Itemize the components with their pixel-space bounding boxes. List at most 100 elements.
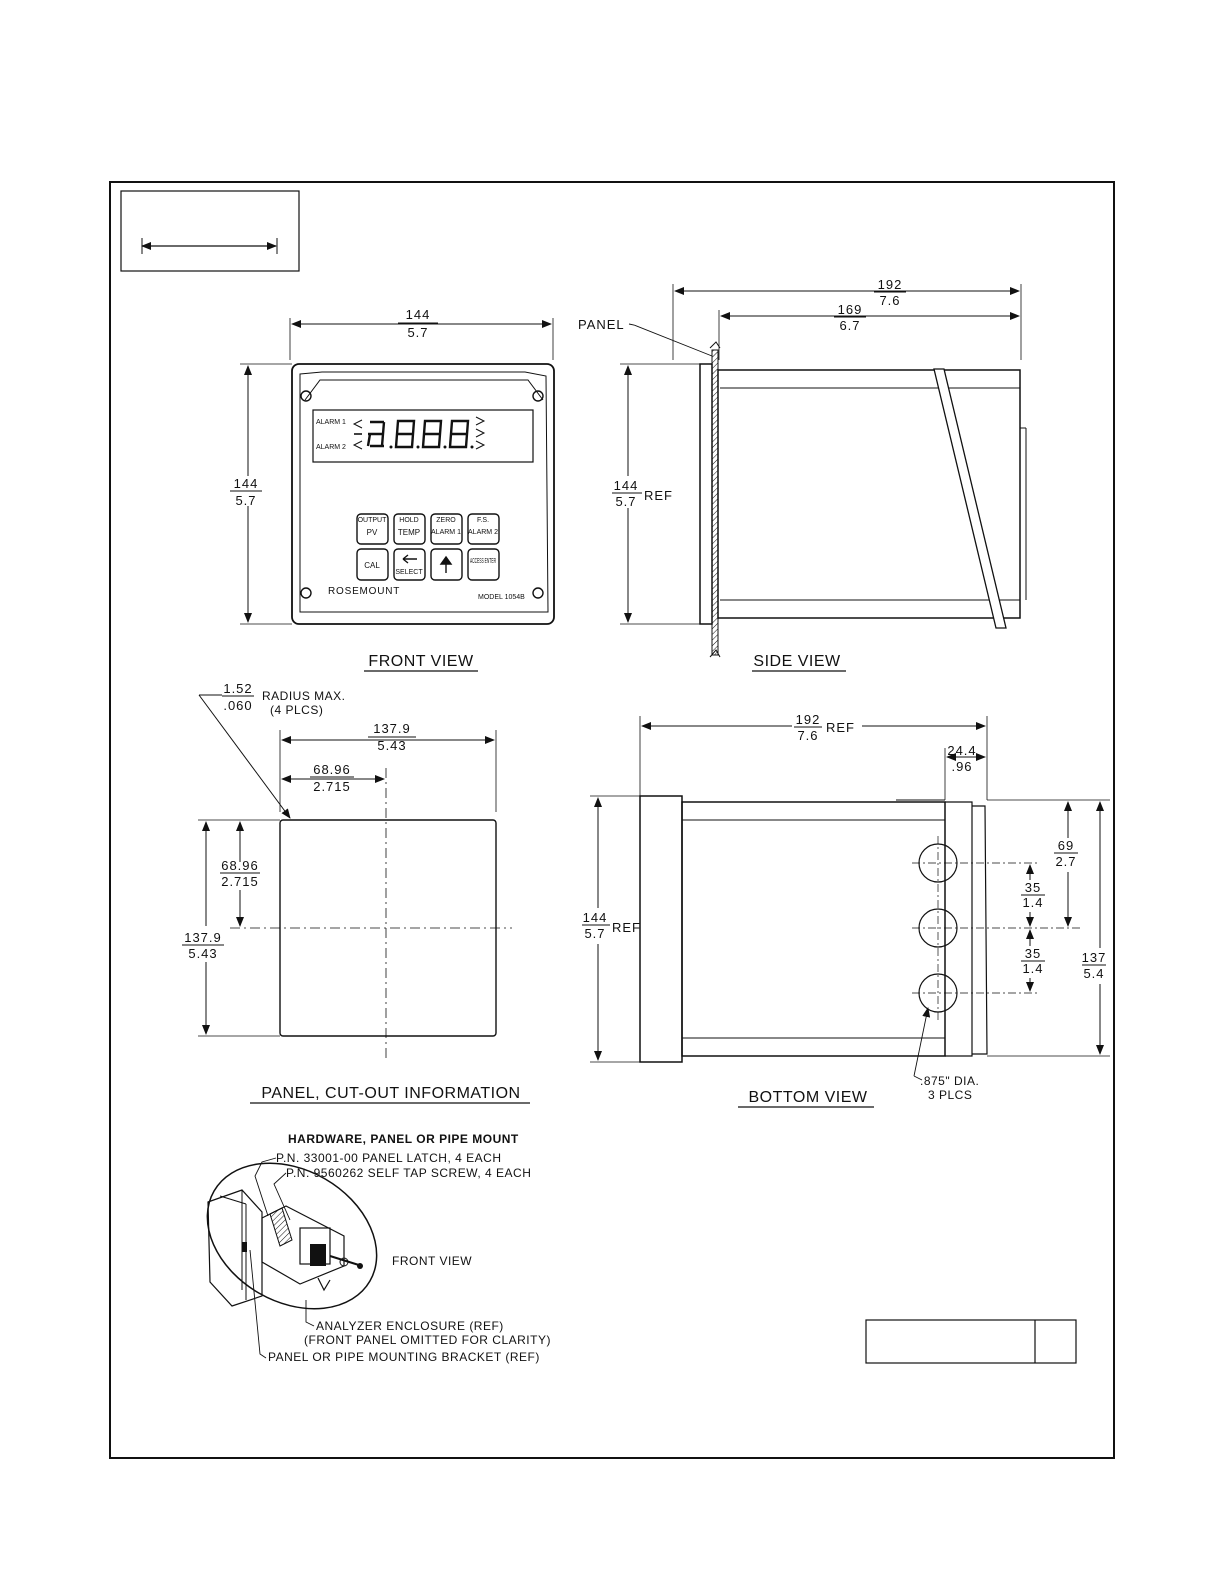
- key-access-enter-main: ACCESS ENTER: [470, 558, 496, 565]
- total-in: 5.4: [1083, 966, 1104, 981]
- key-pv-main: PV: [367, 528, 378, 537]
- bottom-height-mm: 144: [583, 910, 608, 925]
- screw-icon: [532, 587, 544, 599]
- front-width-mm: 144: [406, 307, 431, 322]
- key-select-main: SELECT: [395, 569, 423, 576]
- key-alarm2-main: ALARM 2: [468, 529, 498, 536]
- bottom-enclosure: [681, 801, 946, 1057]
- hole-count: 3 PLCS: [928, 1088, 972, 1102]
- side-bezel: [699, 363, 713, 625]
- key-alarm1-main: ALARM 1: [431, 529, 461, 536]
- pitch2-in: 1.4: [1022, 961, 1043, 976]
- screw-icon: [532, 390, 544, 402]
- model-label: MODEL 1054B: [478, 594, 525, 601]
- key-access-enter[interactable]: [467, 548, 500, 581]
- hardware-detail: HARDWARE, PANEL OR PIPE MOUNT P.N. 33001…: [206, 1132, 551, 1364]
- key-cal-main: CAL: [364, 561, 380, 570]
- bottom-height-in: 5.7: [584, 926, 605, 941]
- hole-note: .875" DIA.: [920, 1074, 979, 1088]
- pitch1-in: 1.4: [1022, 895, 1043, 910]
- pitch1-mm: 35: [1025, 880, 1041, 895]
- cutout-view: 1.52 .060 RADIUS MAX. (4 PLCS) 137.9 5.4…: [182, 681, 530, 1104]
- cutout-width-in: 5.43: [377, 738, 406, 753]
- key-cal[interactable]: [356, 548, 389, 581]
- cutout-title: PANEL, CUT-OUT INFORMATION: [261, 1085, 520, 1102]
- hardware-front-view: FRONT VIEW: [392, 1254, 472, 1268]
- key-alarm1-top: ZERO: [436, 517, 456, 524]
- radius-mm: 1.52: [223, 681, 252, 696]
- front-view-title: FRONT VIEW: [368, 653, 474, 670]
- scale-box: [120, 190, 300, 272]
- bottom-view: 192 7.6 REF 24.4 .96 144 5.7 REF: [582, 712, 1110, 1108]
- front-width-in: 5.7: [407, 325, 428, 340]
- screw-icon: [300, 587, 312, 599]
- key-pv-top: OUTPUT: [358, 517, 388, 524]
- key-alarm2-top: F.S.: [477, 517, 489, 524]
- panel-label: PANEL: [578, 317, 625, 332]
- enclosure-callout: ANALYZER ENCLOSURE (REF): [316, 1319, 504, 1333]
- front-height-mm: 144: [234, 476, 259, 491]
- key-alarm2[interactable]: [467, 513, 500, 545]
- arrow-up-icon: [439, 555, 453, 573]
- side-behind-in: 6.7: [839, 318, 860, 333]
- bottom-bezel: [639, 795, 683, 1063]
- keypad: OUTPUT PV HOLD TEMP ZERO ALARM 1 F.S. AL…: [356, 513, 500, 581]
- drawing-border: [109, 181, 1115, 1459]
- front-view: 144 5.7 144 5.7 ALARM 1 ALARM 2: [230, 307, 555, 672]
- brand-label: ROSEMOUNT: [328, 586, 400, 597]
- side-overall-in: 7.6: [879, 293, 900, 308]
- key-temp-top: HOLD: [399, 517, 418, 524]
- detail-ellipse: [206, 1162, 378, 1310]
- side-height-in: 5.7: [615, 494, 636, 509]
- cutout-outline: [279, 819, 497, 1037]
- cutout-height-in: 5.43: [188, 946, 217, 961]
- cutout-halfheight-mm: 68.96: [221, 858, 259, 873]
- pitch2-mm: 35: [1025, 946, 1041, 961]
- radius-note: RADIUS MAX.: [262, 689, 346, 703]
- cutout-halfwidth-in: 2.715: [313, 779, 351, 794]
- key-temp[interactable]: [393, 513, 426, 545]
- first-hole-mm: 69: [1058, 838, 1074, 853]
- cutout-halfwidth-mm: 68.96: [313, 762, 351, 777]
- bottom-overall-ref: REF: [826, 720, 855, 735]
- seven-segment-digits: [366, 419, 470, 449]
- hardware-title: HARDWARE, PANEL OR PIPE MOUNT: [288, 1132, 519, 1146]
- panel-section: [711, 349, 719, 656]
- radius-in: .060: [223, 698, 252, 713]
- key-pv[interactable]: [356, 513, 389, 545]
- bottom-height-ref: REF: [612, 920, 641, 935]
- radius-count: (4 PLCS): [270, 703, 323, 717]
- side-view: 192 7.6 169 6.7 144 5.7 REF PANEL SID: [578, 277, 1027, 672]
- display-window: [312, 409, 534, 463]
- side-bracket: [933, 368, 1007, 629]
- side-overall-mm: 192: [878, 277, 903, 292]
- side-height-ref: REF: [644, 488, 673, 503]
- front-height-in: 5.7: [235, 493, 256, 508]
- side-height-mm: 144: [614, 478, 639, 493]
- total-mm: 137: [1082, 950, 1107, 965]
- alarm1-label: ALARM 1: [316, 419, 346, 426]
- bottom-view-title: BOTTOM VIEW: [749, 1089, 868, 1106]
- key-up[interactable]: [430, 548, 463, 581]
- bottom-overall-in: 7.6: [797, 728, 818, 743]
- cutout-halfheight-in: 2.715: [221, 874, 259, 889]
- key-select[interactable]: [393, 548, 426, 581]
- screw-callout: P.N. 9560262 SELF TAP SCREW, 4 EACH: [286, 1166, 531, 1180]
- cutout-height-mm: 137.9: [184, 930, 222, 945]
- enclosure-note: (FRONT PANEL OMITTED FOR CLARITY): [304, 1333, 551, 1347]
- front-bezel: [291, 363, 555, 625]
- bottom-edge-in: .96: [951, 759, 972, 774]
- bottom-edge-mm: 24.4: [947, 743, 976, 758]
- cutout-width-mm: 137.9: [373, 721, 411, 736]
- bracket-callout: PANEL OR PIPE MOUNTING BRACKET (REF): [268, 1350, 540, 1364]
- title-block: [865, 1319, 1077, 1364]
- arrow-left-icon: [402, 554, 417, 564]
- key-alarm1[interactable]: [430, 513, 463, 545]
- side-behind-mm: 169: [838, 302, 863, 317]
- latch-callout: P.N. 33001-00 PANEL LATCH, 4 EACH: [276, 1151, 502, 1165]
- alarm2-label: ALARM 2: [316, 444, 346, 451]
- side-enclosure: [717, 369, 1021, 619]
- screw-icon: [300, 390, 312, 402]
- side-view-title: SIDE VIEW: [753, 653, 841, 670]
